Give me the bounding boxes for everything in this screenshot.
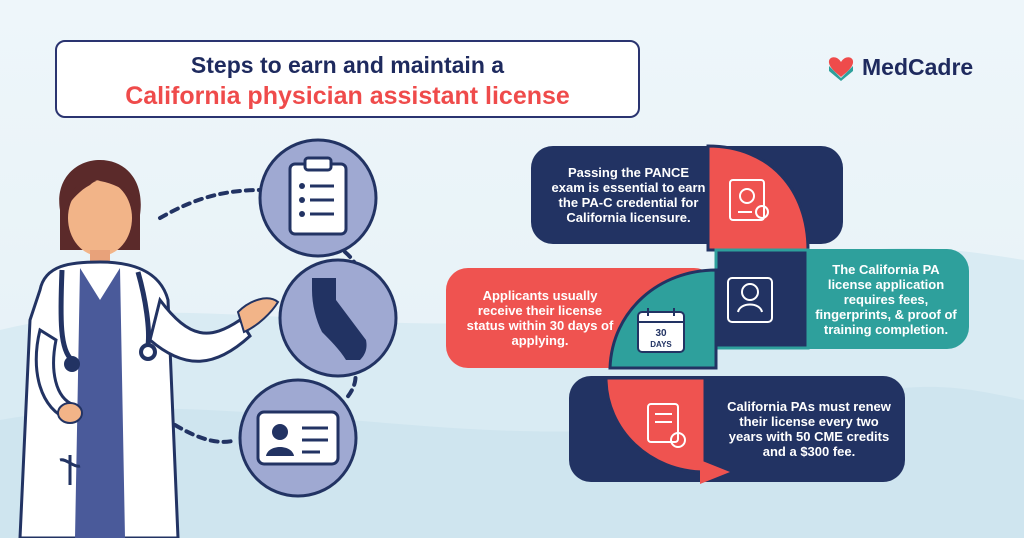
step-pance-text: Passing the PANCE exam is essential to e… [551,165,706,225]
medcadre-logo: MedCadre [826,52,973,82]
step-application-text: The California PA license application re… [815,261,957,337]
step-application: The California PA license application re… [715,249,969,349]
step-renewal-text: California PAs must renew their license … [727,399,891,459]
step-processing: Applicants usually receive their license… [446,268,716,368]
title-box: Steps to earn and maintain a California … [55,40,640,118]
heart-logo-icon [828,57,854,81]
title-line-1: Steps to earn and maintain a [190,52,505,78]
brand-name: MedCadre [862,53,974,80]
step-processing-text: Applicants usually receive their license… [466,288,614,348]
step-pance: Passing the PANCE exam is essential to e… [531,146,843,244]
title-line-2: California physician assistant license [125,82,570,110]
step-renewal: California PAs must renew their license … [569,376,905,482]
